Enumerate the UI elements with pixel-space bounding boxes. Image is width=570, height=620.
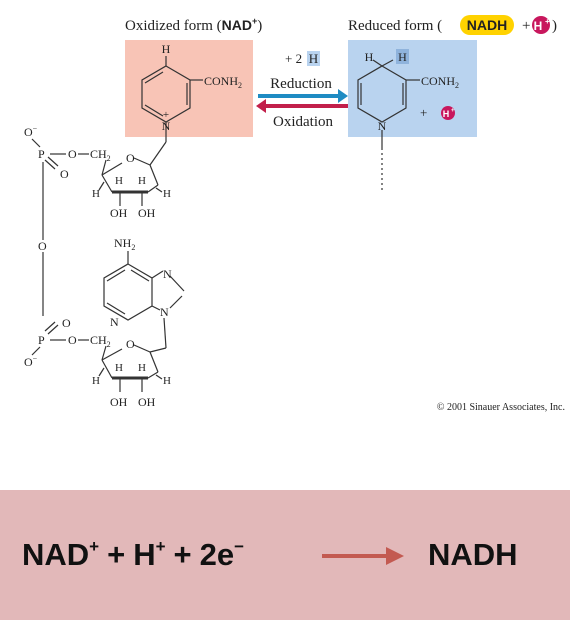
adenine-ring	[103, 251, 185, 349]
oxidation-label: Oxidation	[273, 114, 333, 130]
reduced-nicotinamide-ring	[357, 59, 420, 190]
reduced-form-title: Reduced form (	[348, 18, 442, 34]
conh2-reduced: CONH2	[421, 74, 459, 90]
reduced-plus: +	[522, 18, 530, 34]
nadh-highlight	[460, 15, 514, 35]
upper-o-minus: O−	[24, 124, 38, 139]
conh2-oxidized: CONH2	[204, 74, 242, 90]
svg-text:N: N	[163, 267, 172, 281]
svg-text:H: H	[92, 375, 100, 387]
svg-text:H: H	[398, 50, 407, 64]
reduction-arrow	[258, 89, 348, 103]
svg-text:H: H	[365, 50, 374, 64]
upper-ch2: CH2	[90, 147, 111, 163]
svg-text:+: +	[545, 17, 550, 26]
oxidation-arrow	[256, 99, 348, 113]
nad-structure-diagram: Oxidized form (NAD+) Reduced form ( NADH…	[24, 15, 565, 413]
added-h-box	[396, 49, 409, 64]
reduction-label: Reduction	[270, 76, 332, 92]
equation-reactants: NAD++H++2e−	[22, 537, 244, 572]
equation-arrow	[322, 547, 404, 565]
lower-ch2: CH2	[90, 333, 111, 349]
svg-text:O: O	[62, 316, 71, 330]
bridging-oxygen: O	[38, 239, 47, 253]
svg-text:O: O	[60, 167, 69, 181]
h-box	[307, 51, 320, 66]
svg-text:N: N	[378, 119, 387, 133]
svg-text:+: +	[163, 109, 169, 121]
svg-text:OH: OH	[110, 395, 128, 409]
svg-text:OH: OH	[138, 395, 156, 409]
svg-text:OH: OH	[138, 206, 156, 220]
svg-text:N: N	[110, 315, 119, 329]
svg-text:H: H	[163, 375, 171, 387]
h-plus-badge-header	[532, 16, 550, 34]
svg-text:H: H	[534, 19, 543, 33]
svg-text:N: N	[162, 119, 171, 133]
svg-text:H: H	[162, 42, 171, 56]
upper-ribose-ring	[98, 141, 167, 206]
equation-product: NADH	[428, 537, 518, 572]
upper-phosphate-bonds	[31, 138, 89, 316]
reduced-close: )	[552, 18, 557, 34]
svg-text:O: O	[68, 333, 77, 347]
svg-text:H: H	[115, 175, 123, 187]
svg-text:H: H	[138, 362, 146, 374]
oxidized-nicotinamide-ring	[141, 56, 203, 142]
svg-text:O: O	[126, 337, 135, 351]
copyright-notice: © 2001 Sinauer Associates, Inc.	[437, 402, 565, 413]
reduced-form-box	[348, 40, 477, 137]
lower-phosphorus: P	[38, 333, 45, 347]
lower-o-minus: O−	[24, 354, 38, 369]
svg-text:H: H	[138, 175, 146, 187]
equation-band: NAD++H++2e− NADH	[0, 490, 570, 620]
reaction-equation: NAD++H++2e− NADH	[22, 537, 518, 572]
h-plus-badge	[441, 106, 455, 120]
oxidized-form-box	[125, 40, 253, 137]
upper-phosphorus: P	[38, 147, 45, 161]
oxidized-form-title: Oxidized form (NAD+)	[125, 16, 262, 34]
svg-text:H: H	[443, 109, 450, 119]
plus-h-reduced: +	[420, 105, 427, 120]
svg-text:H: H	[309, 51, 318, 66]
diagram-area: Oxidized form (NAD+) Reduced form ( NADH…	[24, 15, 565, 413]
lower-ribose-ring	[98, 344, 167, 392]
svg-text:H: H	[163, 188, 171, 200]
svg-text:H: H	[92, 188, 100, 200]
svg-text:OH: OH	[110, 206, 128, 220]
svg-text:+: +	[451, 108, 455, 114]
svg-text:O: O	[68, 147, 77, 161]
svg-text:N: N	[160, 305, 169, 319]
plus-two-h: + 2	[285, 51, 302, 66]
adenine-nh2: NH2	[114, 236, 135, 252]
svg-text:O: O	[126, 151, 135, 165]
lower-phosphate-bonds	[31, 321, 89, 356]
svg-text:H: H	[115, 362, 123, 374]
nadh-label: NADH	[467, 17, 507, 33]
